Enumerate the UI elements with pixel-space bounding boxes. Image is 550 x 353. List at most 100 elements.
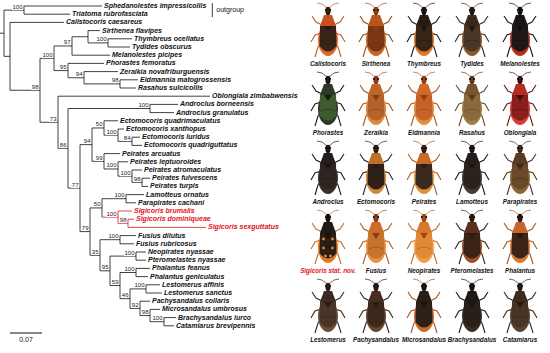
tree-branch (88, 30, 100, 31)
support-value: 98 (111, 77, 119, 83)
insect-photo (359, 3, 393, 57)
tree-branch (126, 202, 136, 203)
genus-label: Sigicoris stat. nov. (300, 267, 356, 275)
tree-branch (92, 127, 104, 128)
tree-branch (136, 260, 146, 261)
tree-branch (120, 79, 138, 80)
tip-label: Phalantus geniculatus (150, 273, 224, 281)
tip-label: Peirates arcuatus (122, 150, 180, 158)
tree-branch (72, 36, 88, 37)
tip-label: Sigicoris sexguttatus (208, 223, 279, 231)
tip-label: Calistocoris caesareus (66, 18, 142, 26)
tip-label: Microsandalus umbrosus (162, 305, 247, 313)
tree-branch (40, 122, 58, 123)
tree-branch (104, 168, 118, 169)
scale-bar (10, 333, 42, 334)
tip-label: Brachysandalus lurco (178, 314, 251, 322)
tree-branch (58, 148, 68, 149)
tree-branch (126, 194, 144, 195)
support-value: 73 (49, 116, 57, 122)
support-value: 94 (83, 138, 91, 144)
tree-branch (68, 188, 80, 189)
tree-branch (150, 104, 178, 105)
outgroup-bracket (212, 3, 213, 17)
tip-label: Neopirates nyassae (148, 248, 214, 256)
tree-branch (146, 293, 162, 294)
scale-label: 0.07 (19, 336, 33, 344)
tip-label: Tydides obscurus (132, 43, 192, 51)
tree-branch (118, 141, 132, 142)
tree-branch (40, 58, 54, 59)
support-value: 100 (42, 52, 53, 58)
insect-photo (455, 279, 489, 333)
insect-photo (455, 3, 489, 57)
insect-photo (455, 210, 489, 264)
support-value: 100 (120, 170, 131, 176)
support-value: 98 (31, 84, 39, 90)
tree-branch (142, 186, 148, 187)
support-value: 100 (134, 282, 145, 288)
tip-label: Peirates leptuoroides (130, 158, 201, 166)
tree-branch (24, 6, 102, 7)
insect-photo (407, 279, 441, 333)
support-value: 97 (63, 39, 71, 45)
tree-branch (128, 219, 134, 220)
support-value: 100 (106, 211, 117, 217)
support-value: 99 (95, 155, 103, 161)
tip-label: Ectomocoris quadriguttatus (144, 141, 237, 149)
support-value: 100 (106, 162, 117, 168)
genus-label: Tydides (460, 60, 484, 68)
insect-photo (311, 3, 345, 57)
tip-label: Thymbreus ocellatus (134, 35, 204, 43)
tree-branch (136, 276, 148, 277)
support-value: 35 (91, 249, 99, 255)
tree-branch (132, 170, 142, 171)
tree-branch (120, 243, 134, 244)
support-value: 77 (71, 182, 79, 188)
tree-branch (118, 223, 128, 224)
genus-label: Melanolestes (500, 60, 540, 68)
insect-photo (503, 3, 537, 57)
tree-branch (164, 317, 176, 318)
tree-branch (54, 45, 72, 46)
tree-branch (132, 145, 142, 146)
tree-branch (136, 252, 146, 253)
tip-label: Sigicoris dominiqueae (136, 215, 211, 223)
support-value: 100 (96, 36, 107, 42)
tip-label: Lamotteus ornatus (146, 191, 209, 199)
genus-label: Rasahus (459, 129, 485, 137)
tip-label: Sphedanolestes impressicollis (104, 2, 206, 10)
tree-branch (118, 211, 132, 212)
tree-branch (72, 55, 110, 56)
genus-label: Microsandalus (402, 336, 446, 344)
support-value: 84 (123, 135, 131, 141)
genus-label: Oblongiala (504, 129, 537, 137)
tree-branch (104, 120, 118, 121)
tree-branch (102, 217, 118, 218)
tree-branch (164, 325, 174, 326)
genus-label: Eidmannia (408, 129, 440, 137)
tip-label: Ectomocoris luridus (142, 133, 210, 141)
tree-branch (150, 112, 174, 113)
support-value: 86 (59, 142, 67, 148)
tree-branch (104, 135, 118, 136)
genus-label: Phalantus (505, 267, 535, 275)
support-value: 50 (93, 201, 101, 207)
insect-photo (311, 279, 345, 333)
tree-branch (80, 231, 90, 232)
support-value: 94 (75, 71, 83, 77)
tree-branch (150, 309, 160, 310)
insect-photo (359, 279, 393, 333)
tip-label: Phalantus feanus (152, 264, 210, 272)
tip-label: Lestomerus sanctus (164, 289, 232, 297)
tree-branch (128, 227, 206, 228)
support-value: 100 (152, 315, 163, 321)
tree-branch (110, 256, 136, 257)
tree-branch (140, 301, 150, 302)
tree-branch (132, 137, 140, 138)
tip-label: Sigicoris brumalis (134, 207, 195, 215)
genus-label: Zeraikia (364, 129, 388, 137)
